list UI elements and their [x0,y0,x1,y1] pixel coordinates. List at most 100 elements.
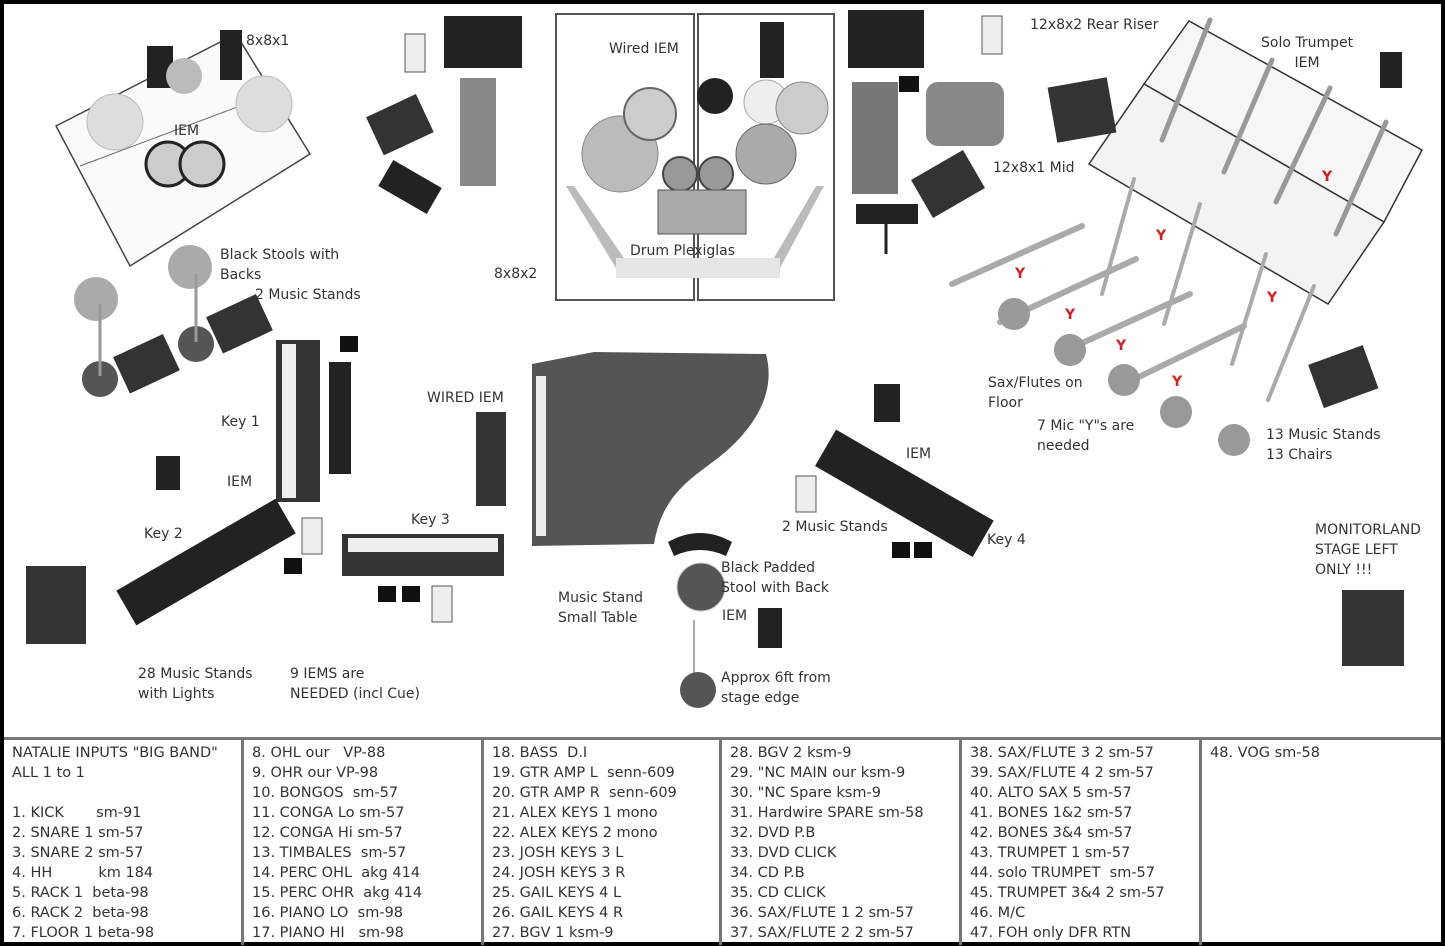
stool-perc [166,58,202,94]
input-item: 26. GAIL KEYS 4 R [492,905,624,921]
input-item: 21. ALEX KEYS 1 mono [492,805,658,821]
kick-drum [657,189,747,235]
di-box-key1 [340,336,358,352]
label-key3: Key 3 [411,512,450,528]
wedge-monitor-2 [206,294,273,354]
input-item: 20. GTR AMP R senn-609 [492,785,677,801]
input-item: 22. ALEX KEYS 2 mono [492,825,658,841]
label-two-music-stands-left: 2 Music Stands [255,287,361,303]
input-item: 38. SAX/FLUTE 3 2 sm-57 [970,745,1154,761]
outlet-key2 [301,517,323,555]
music-stand-bass [856,204,918,224]
label-padded-stool: Black Padded Stool with Back [721,560,829,596]
bass-cabinet-stand [926,82,1004,146]
sub-monitor-left [26,566,86,644]
input-column-3: 18. BASS D.I 19. GTR AMP L senn-609 20. … [484,740,722,945]
mic-y-4: Y [1064,307,1076,323]
input-item: 8. OHL our VP-88 [252,745,386,761]
input-column-6: 48. VOG sm-58 [1202,740,1441,945]
iem-pack-vocal [758,608,782,648]
mic-y-markers: Y Y Y Y Y Y Y [1014,169,1333,390]
mic-y-1: Y [1321,169,1333,185]
outlet-key4 [795,475,817,513]
outlet-key3 [431,585,453,623]
input-item: 2. SNARE 1 sm-57 [12,825,144,841]
wedge-monitor-sax [1308,345,1379,409]
mic-y-5: Y [1115,338,1127,354]
input-item: 16. PIANO LO sm-98 [252,905,404,921]
label-riser-8x8x1: 8x8x1 [246,33,290,49]
wedge-monitor-guitar [366,94,434,156]
tom-2 [698,156,734,192]
stool-base-2 [178,326,214,362]
cymbal-perc-right [235,75,293,133]
input-item: 34. CD P.B [730,865,805,881]
input-item: 30. "NC Spare ksm-9 [730,785,881,801]
outlet-guitar [404,33,426,73]
conga-hi [178,140,226,188]
di-box-key3-1 [378,586,396,602]
label-rear-riser: 12x8x2 Rear Riser [1030,17,1159,33]
input-column-1: NATALIE INPUTS "BIG BAND" ALL 1 to 1 ​ 1… [4,740,244,945]
input-column-2: 8. OHL our VP-88 9. OHR our VP-98 10. BO… [244,740,484,945]
di-box-key3-2 [402,586,420,602]
input-item: 35. CD CLICK [730,885,826,901]
input-item: 3. SNARE 2 sm-57 [12,845,144,861]
input-item: 33. DVD CLICK [730,845,837,861]
label-sax-flutes: Sax/Flutes on Floor [988,375,1083,411]
stool-back-vocal [668,533,732,556]
label-horns-stands: 13 Music Stands 13 Chairs [1266,427,1381,463]
chairs [998,298,1250,456]
input-item: 37. SAX/FLUTE 2 2 sm-57 [730,925,914,941]
label-mic-ys: 7 Mic "Y"s are needed [1037,418,1135,454]
label-wired-iem-drums: Wired IEM [609,41,679,57]
label-two-music-stands-right: 2 Music Stands [782,519,888,535]
mic-y-7: Y [1171,374,1183,390]
floor-tom [735,123,797,185]
input-item: 25. GAIL KEYS 4 L [492,885,622,901]
input-item: 39. SAX/FLUTE 4 2 sm-57 [970,765,1154,781]
label-key4: Key 4 [987,532,1026,548]
mic-y-3: Y [1014,266,1026,282]
stool-back-1 [74,277,118,321]
stool-back-2 [168,245,212,289]
input-item: 43. TRUMPET 1 sm-57 [970,845,1131,861]
input-column-4: 28. BGV 2 ksm-9 29. "NC MAIN our ksm-9 3… [722,740,962,945]
iem-pack-key4 [874,384,900,422]
input-item: 11. CONGA Lo sm-57 [252,805,405,821]
saxophones [949,223,1247,391]
label-iem-perc: IEM [174,123,200,139]
input-item: 24. JOSH KEYS 3 R [492,865,626,881]
keyboard-key4 [815,429,994,558]
input-list-title: NATALIE INPUTS "BIG BAND" [12,745,218,761]
wedge-monitor-horns [1047,77,1117,143]
cymbal-perc-left [86,93,144,151]
input-item: 9. OHR our VP-98 [252,765,379,781]
input-item: 12. CONGA Hi sm-57 [252,825,403,841]
input-item: 18. BASS D.I [492,745,588,761]
bass-guitar [852,82,898,194]
sub-monitor-right [1342,590,1404,666]
label-iem-key1: IEM [227,474,253,490]
label-key2: Key 2 [144,526,183,542]
input-item: 46. M/C [970,905,1026,921]
input-item: 32. DVD P.B [730,825,816,841]
wedge-monitor-1 [113,334,180,394]
input-item: 5. RACK 1 beta-98 [12,885,149,901]
input-list: NATALIE INPUTS "BIG BAND" ALL 1 to 1 ​ 1… [4,737,1441,945]
input-item: 14. PERC OHL akg 414 [252,865,421,881]
wired-iem-box [476,412,506,506]
iem-pack-key2 [156,456,180,490]
input-item: 29. "NC MAIN our ksm-9 [730,765,906,781]
input-item: 6. RACK 2 beta-98 [12,905,149,921]
input-item: 40. ALTO SAX 5 sm-57 [970,785,1132,801]
label-black-stools: Black Stools with Backs [220,247,340,283]
iem-pack-solo-trumpet [1380,52,1402,88]
input-item: 42. BONES 3&4 sm-57 [970,825,1133,841]
hihat-black [697,78,733,114]
tom-1 [662,156,698,192]
input-item: 23. JOSH KEYS 3 L [492,845,624,861]
music-stand-key1 [329,362,351,474]
guitar [460,78,496,186]
music-stand-drums [760,22,784,78]
